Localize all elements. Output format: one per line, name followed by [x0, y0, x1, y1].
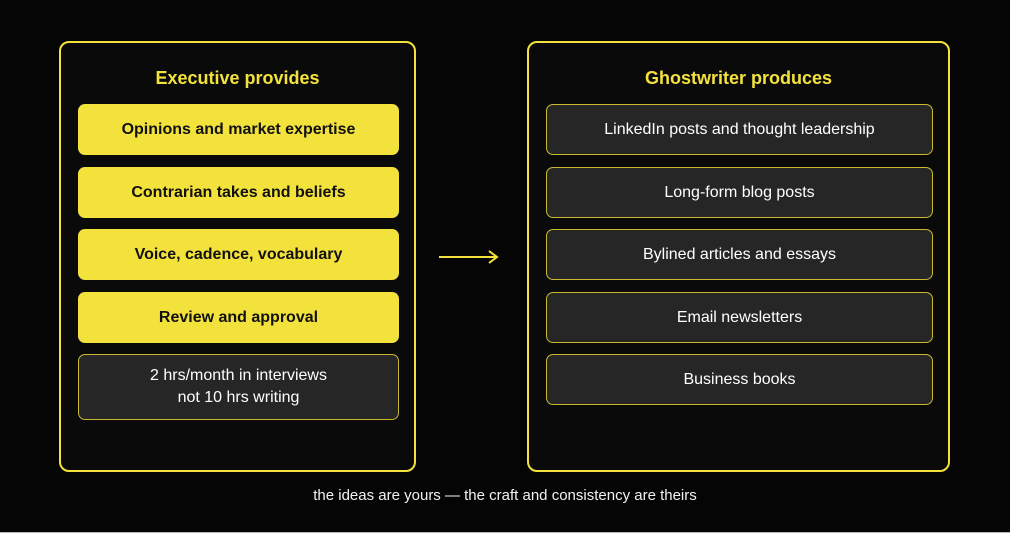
executive-item: Review and approval	[78, 292, 399, 343]
executive-item: Contrarian takes and beliefs	[78, 167, 399, 218]
executive-item: Voice, cadence, vocabulary	[78, 229, 399, 280]
executive-time-note-line1: 2 hrs/month in interviews	[150, 367, 327, 384]
executive-title: Executive provides	[155, 68, 320, 88]
ghostwriter-panel: Ghostwriter produces LinkedIn posts and …	[527, 41, 950, 472]
bottom-margin	[0, 533, 1024, 549]
bottom-divider	[0, 532, 1010, 533]
ghostwriter-item: Bylined articles and essays	[546, 229, 933, 280]
executive-item: Opinions and market expertise	[78, 104, 399, 155]
footer-caption: the ideas are yours — the craft and cons…	[313, 487, 697, 504]
right-arrow-icon	[439, 250, 499, 264]
executive-time-note-line2: not 10 hrs writing	[177, 389, 300, 406]
executive-panel: Executive provides Opinions and market e…	[59, 41, 416, 472]
executive-time-note: 2 hrs/month in interviews not 10 hrs wri…	[78, 354, 399, 420]
right-margin	[1010, 0, 1024, 549]
ghostwriter-item: LinkedIn posts and thought leadership	[546, 104, 933, 155]
ghostwriter-item: Long-form blog posts	[546, 167, 933, 218]
ghostwriter-title: Ghostwriter produces	[644, 68, 833, 88]
ghostwriter-item: Email newsletters	[546, 292, 933, 343]
ghostwriter-item: Business books	[546, 354, 933, 405]
